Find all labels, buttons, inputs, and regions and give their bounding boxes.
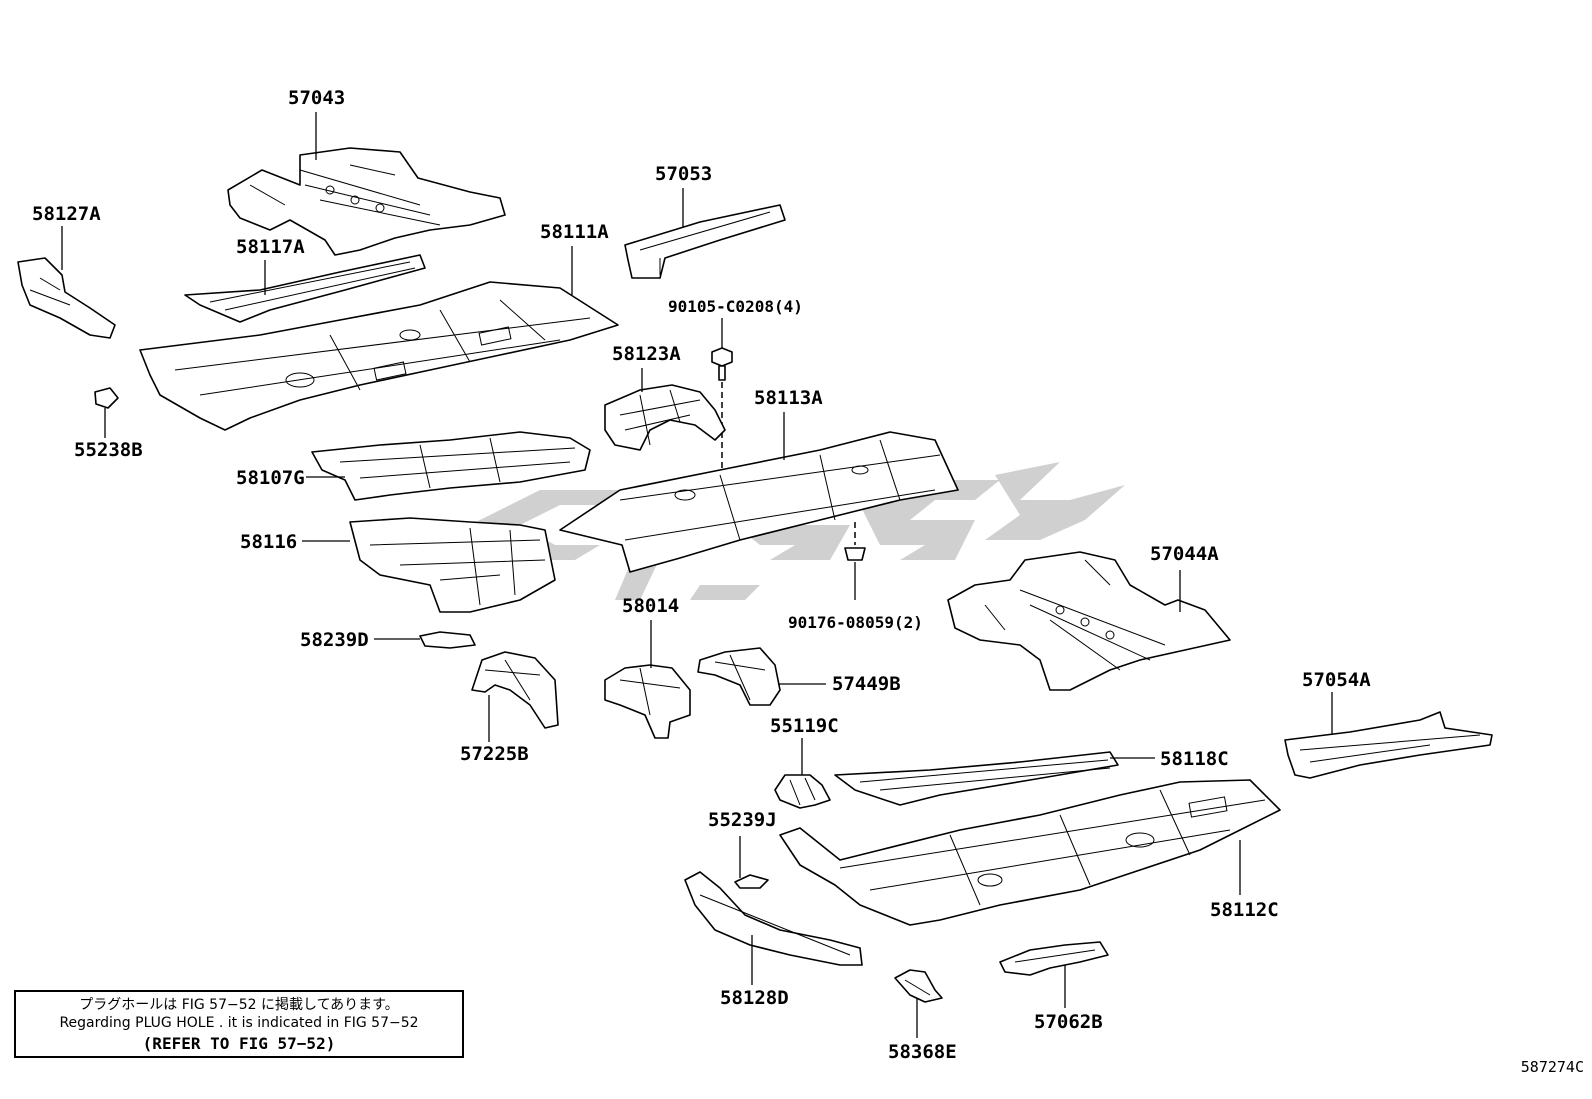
label-57225B: 57225B [460, 743, 529, 765]
note-box: プラグホールは FIG 57−52 に掲載してあります。 Regarding P… [14, 990, 464, 1058]
label-55238B: 55238B [74, 439, 143, 461]
part-57062B[interactable]: 57062B [999, 941, 1109, 1033]
label-58014: 58014 [622, 595, 679, 617]
part-57054A[interactable]: 57054A [1284, 669, 1493, 779]
note-english: Regarding PLUG HOLE . it is indicated in… [59, 1015, 419, 1031]
label-55119C: 55119C [770, 715, 839, 737]
part-57043[interactable]: 57043 [227, 87, 506, 256]
label-58123A: 58123A [612, 343, 681, 365]
part-58111A[interactable]: 58111A [139, 221, 619, 431]
part-58127A[interactable]: 58127A [17, 203, 116, 339]
part-58128D[interactable]: 58128D [684, 871, 863, 1009]
part-55239J[interactable]: 55239J [708, 809, 777, 889]
part-58117A[interactable]: 58117A [184, 236, 426, 323]
part-55238B[interactable]: 55238B [74, 387, 143, 461]
label-58107G: 58107G [236, 467, 305, 489]
part-57225B[interactable]: 57225B [460, 651, 559, 765]
part-58123A[interactable]: 58123A [604, 343, 726, 451]
part-58107G[interactable]: 58107G [236, 431, 591, 501]
part-58118C[interactable]: 58118C [834, 748, 1229, 806]
label-57053: 57053 [655, 163, 712, 185]
part-58113A[interactable]: 58113A [559, 387, 959, 573]
part-58116[interactable]: 58116 [240, 517, 556, 613]
part-58014[interactable]: 58014 [604, 595, 691, 739]
label-58112C: 58112C [1210, 899, 1279, 921]
label-57054A: 57054A [1302, 669, 1371, 691]
label-58368E: 58368E [888, 1041, 957, 1063]
part-90176-08059[interactable]: 90176-08059(2) [788, 522, 923, 632]
part-55119C[interactable]: 55119C [770, 715, 839, 809]
label-58116: 58116 [240, 531, 297, 553]
part-57044A[interactable]: 57044A [947, 543, 1231, 691]
label-90105-C0208: 90105-C0208(4) [668, 297, 803, 316]
part-58239D[interactable]: 58239D [300, 629, 476, 651]
label-58111A: 58111A [540, 221, 609, 243]
label-58127A: 58127A [32, 203, 101, 225]
label-90176-08059: 90176-08059(2) [788, 613, 923, 632]
figure-id: 587274C [1520, 1058, 1584, 1076]
part-90105-C0208[interactable]: 90105-C0208(4) [668, 297, 803, 510]
note-japanese: プラグホールは FIG 57−52 に掲載してあります。 [79, 997, 399, 1013]
label-57449B: 57449B [832, 673, 901, 695]
part-58368E[interactable]: 58368E [888, 969, 957, 1063]
label-57044A: 57044A [1150, 543, 1219, 565]
label-55239J: 55239J [708, 809, 777, 831]
part-57053[interactable]: 57053 [624, 163, 786, 279]
label-58118C: 58118C [1160, 748, 1229, 770]
label-57062B: 57062B [1034, 1011, 1103, 1033]
part-58112C[interactable]: 58112C [779, 779, 1281, 926]
label-58239D: 58239D [300, 629, 369, 651]
label-58128D: 58128D [720, 987, 789, 1009]
part-57449B[interactable]: 57449B [697, 647, 901, 706]
label-57043: 57043 [288, 87, 345, 109]
label-58117A: 58117A [236, 236, 305, 258]
label-58113A: 58113A [754, 387, 823, 409]
note-reference: (REFER TO FIG 57−52) [142, 1034, 336, 1053]
